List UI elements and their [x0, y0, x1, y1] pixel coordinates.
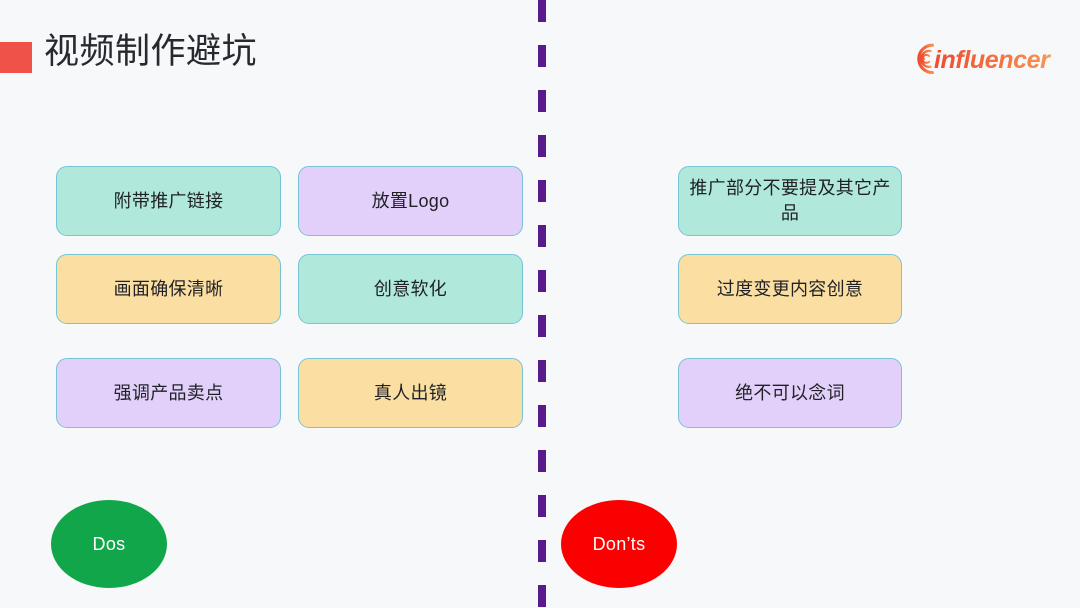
influencer-logo: influencer [917, 43, 1052, 75]
dos-card[interactable]: 真人出镜 [298, 358, 523, 428]
dos-column-one: 附带推广链接 画面确保清晰 强调产品卖点 [56, 166, 281, 446]
donts-column: 推广部分不要提及其它产品 过度变更内容创意 绝不可以念词 [678, 166, 902, 446]
wifi-signal-arc-icon [917, 43, 935, 75]
dos-column-two: 放置Logo 创意软化 真人出镜 [298, 166, 523, 446]
dos-card[interactable]: 放置Logo [298, 166, 523, 236]
title-marker [0, 42, 32, 73]
dos-card[interactable]: 创意软化 [298, 254, 523, 324]
donts-card[interactable]: 过度变更内容创意 [678, 254, 902, 324]
dos-card[interactable]: 强调产品卖点 [56, 358, 281, 428]
donts-legend-badge[interactable]: Don’ts [561, 500, 677, 588]
dos-legend-badge[interactable]: Dos [51, 500, 167, 588]
donts-card[interactable]: 推广部分不要提及其它产品 [678, 166, 902, 236]
donts-card[interactable]: 绝不可以念词 [678, 358, 902, 428]
dos-card[interactable]: 附带推广链接 [56, 166, 281, 236]
section-divider [538, 0, 546, 608]
dos-card[interactable]: 画面确保清晰 [56, 254, 281, 324]
page-title: 视频制作避坑 [44, 32, 258, 71]
brand-wordmark: influencer [934, 46, 1051, 74]
